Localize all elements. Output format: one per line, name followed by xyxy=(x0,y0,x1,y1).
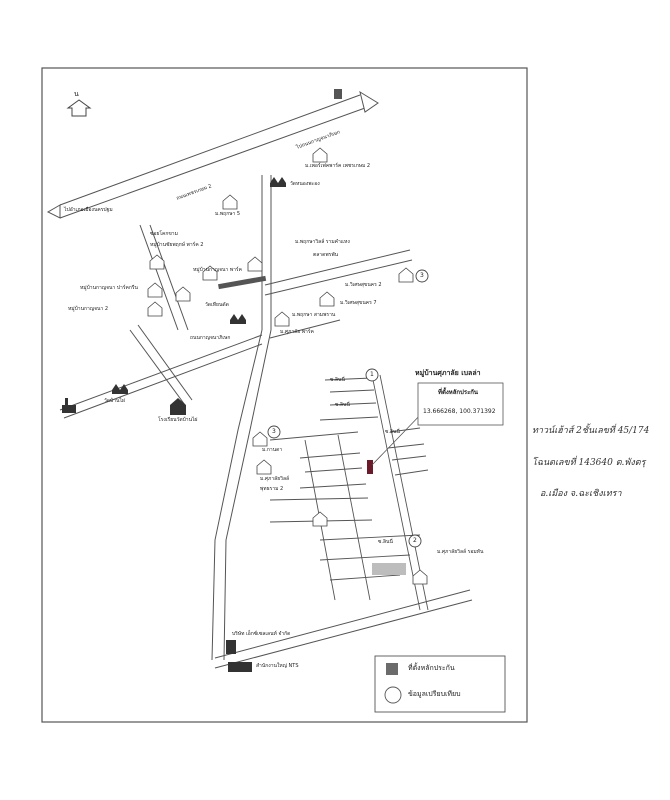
place-kanchana-green: หมู่บ้านกาญจนา ปาร์คกรีน xyxy=(80,285,138,291)
place-supalai-ville: ม.ศุภาลัยวิลล์ xyxy=(260,476,290,482)
house-icon-13 xyxy=(256,459,272,475)
place-supalai-romthan: ม.ศุภาลัยวิลล์ รอมทัน xyxy=(437,549,484,555)
west-road xyxy=(59,324,263,419)
handwritten-note-line3: อ.เมือง จ.ฉะเชิงเทรา xyxy=(540,489,622,499)
place-wat-ban-phai: วัดบ้านไผ่ xyxy=(104,398,125,404)
callout-subject-label: ที่ตั้งหลักประกัน xyxy=(438,389,479,396)
house-icon-7 xyxy=(147,301,163,317)
legend-comparable-icon xyxy=(384,686,402,704)
main-road xyxy=(46,90,379,219)
temple-icons xyxy=(62,89,342,672)
marker-label-3b: 3 xyxy=(420,272,424,279)
market-bar xyxy=(218,275,267,290)
east-roads xyxy=(264,249,413,339)
bottom-road xyxy=(214,589,473,669)
collateral-marker xyxy=(367,460,373,474)
north-arrow-icon xyxy=(66,99,92,117)
soi-label-1: ซ.ลินนี่ xyxy=(330,377,345,383)
house-icon-4 xyxy=(202,265,218,281)
place-chaiyaphruk: หมู่บ้านชัยพฤกษ์ พาร์ค 2 xyxy=(150,242,204,248)
house-icon-10 xyxy=(319,291,335,307)
house-icons xyxy=(147,147,428,585)
house-icon-11 xyxy=(274,311,290,327)
nts-icon xyxy=(228,662,252,672)
place-phuttharam-2: พุทธราม 2 xyxy=(260,486,284,492)
vertical-road xyxy=(211,175,272,661)
place-company: บริษัท เอ็กซ์เซลเลนท์ จำกัด xyxy=(232,631,291,637)
road-label-nakhon-pathom: ไปอำเภอเมืองนครปฐม xyxy=(64,207,113,213)
road-label-kanchanaphisek: ถนนกาญจนาภิเษก xyxy=(190,335,231,341)
soi-label-4: ซ.ลินนี่ xyxy=(378,539,393,545)
marker-label-2: 2 xyxy=(413,537,417,544)
marker-circle-3b xyxy=(415,269,429,283)
handwritten-note-line1: ทาวน์เฮ้าส์ 2ชั้นเลขที่ 45/174 xyxy=(532,426,650,436)
house-icon-12 xyxy=(252,431,268,447)
legend-collateral-label: ที่ตั้งหลักประกัน xyxy=(408,664,455,672)
temple-icon-3 xyxy=(112,384,128,394)
marker-circle-2 xyxy=(408,534,422,548)
place-wat-nong-phaong: วัดหนองพะอง xyxy=(290,181,320,187)
corner-marker xyxy=(334,89,342,99)
house-icon-3 xyxy=(149,254,165,270)
road-upper-left xyxy=(139,224,179,331)
place-kanchana-2: หมู่บ้านกาญจนา 2 xyxy=(68,306,109,312)
house-icon-1 xyxy=(312,147,328,163)
road-label-soi-kokkham: ซอยโคกขาม xyxy=(150,231,178,237)
callout-coordinates: 13.666268, 100.371392 xyxy=(423,408,496,415)
handwritten-note-line2: โฉนดเลขที่ 143640 ต.พังตรุ xyxy=(532,458,646,468)
callout-line xyxy=(371,409,426,466)
legend-collateral-swatch xyxy=(386,663,398,675)
place-pruksa-ville: ม.พฤกษาวิลล์ รามคำแหง xyxy=(295,239,350,245)
house-icon-8 xyxy=(247,256,263,272)
factory-icon xyxy=(62,398,76,413)
temple-icon-1 xyxy=(270,177,286,187)
gray-lot xyxy=(372,563,406,575)
project-title: หมู่บ้านศุภาลัย เบลล่า xyxy=(415,369,481,377)
place-village-kanda: ม.กานดา xyxy=(262,447,283,453)
temple-icon-2 xyxy=(230,314,246,324)
place-kanchana-park: หมู่บ้านกาญจนา พาร์ค xyxy=(193,267,242,273)
callout-box xyxy=(417,382,504,426)
house-icon-9 xyxy=(398,267,414,283)
house-icon-5 xyxy=(147,282,163,298)
house-icon-6 xyxy=(175,286,191,302)
house-icon-15 xyxy=(412,569,428,585)
place-supalai-park: ม.ศุภาลัย พาร์ค xyxy=(280,329,314,335)
place-wiset-2: ม.วิเศษสุขนคร 2 xyxy=(345,282,382,288)
place-nts: สำนักงานใหญ่ NTS xyxy=(256,663,299,669)
school-icon xyxy=(170,398,186,415)
place-pruksa-5: ม.พฤกษา 5 xyxy=(215,211,241,217)
soi-label-2: ซ.ลินนี่ xyxy=(335,402,350,408)
place-wiset-7: ม.วิเศษสุขนคร 7 xyxy=(340,300,377,306)
marker-circle-1 xyxy=(365,368,379,382)
house-icon-2 xyxy=(222,194,238,210)
place-pruksa-sampran: ม.พฤกษา สามพราน xyxy=(292,312,336,318)
place-market: ตลาดพรพัน xyxy=(313,252,339,258)
office-icon xyxy=(226,640,236,654)
north-label: น xyxy=(74,90,79,98)
legend-comparable-label: ข้อมูลเปรียบเทียบ xyxy=(408,690,461,698)
marker-label-1: 1 xyxy=(370,371,374,378)
marker-label-3a: 3 xyxy=(272,428,276,435)
place-school: โรงเรียนวัดบ้านไผ่ xyxy=(158,417,198,423)
numbered-markers xyxy=(267,269,429,548)
place-perfect-park: ม.เพอร์เฟคพาร์ค เพชรเกษม 2 xyxy=(305,163,371,169)
marker-circle-3a xyxy=(267,425,281,439)
place-wat-thian-dat: วัดเทียนดัด xyxy=(205,302,229,308)
house-icon-14 xyxy=(312,511,328,527)
soi-label-3: ซ.ลินนี่ xyxy=(385,429,400,435)
legend xyxy=(374,655,506,713)
